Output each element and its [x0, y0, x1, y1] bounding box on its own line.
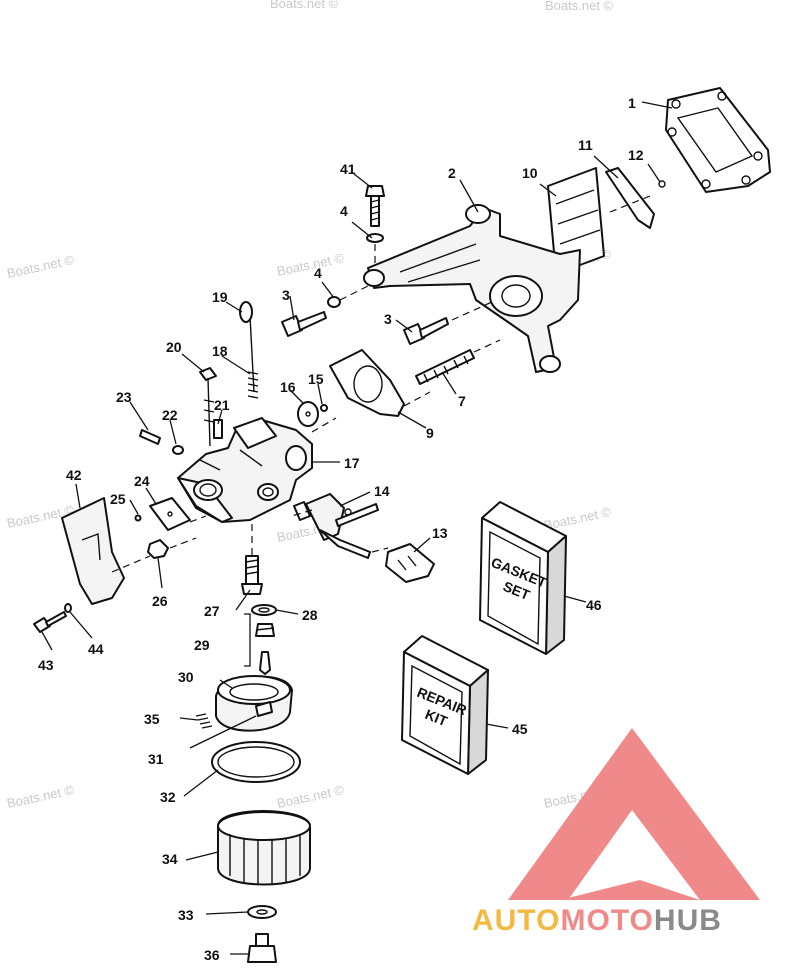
- callout-41: 41: [340, 161, 356, 177]
- part-41-bolt: [365, 185, 385, 268]
- callout-27: 27: [204, 603, 220, 619]
- part-42-bracket: [33, 497, 151, 633]
- callout-25: 25: [110, 491, 126, 507]
- callout-11: 11: [578, 137, 593, 153]
- watermark: Boats.net ©: [270, 0, 339, 11]
- watermark: Boats.net ©: [6, 252, 76, 281]
- part-22-23-screws: [139, 429, 184, 455]
- callout-45: 45: [512, 721, 528, 737]
- callout-29: 29: [194, 637, 210, 653]
- callout-36: 36: [204, 947, 220, 963]
- callout-4: 4: [340, 203, 348, 219]
- callout-20: 20: [166, 339, 182, 355]
- callout-3: 3: [282, 287, 290, 303]
- callout-30: 30: [178, 669, 194, 685]
- watermark: Boats.net ©: [6, 782, 76, 811]
- callout-32: 32: [160, 789, 176, 805]
- callout-4-b: 4: [314, 265, 322, 281]
- callout-44: 44: [88, 641, 104, 657]
- gasket-set-box: GASKET SET: [479, 501, 567, 655]
- callout-21: 21: [214, 397, 230, 413]
- callout-19: 19: [212, 289, 228, 305]
- callout-15: 15: [308, 371, 324, 387]
- part-32-bowl-gasket: [211, 741, 301, 783]
- logo-triangle-cutout: [584, 820, 700, 900]
- callout-17: 17: [344, 455, 360, 471]
- callout-2: 2: [448, 165, 456, 181]
- repair-kit-label-line2: KIT: [423, 706, 450, 729]
- part-24-25-26-cover: [134, 497, 207, 559]
- part-17-carburetor-body: [177, 417, 313, 523]
- brand-part-hub: HUB: [654, 904, 722, 937]
- part-30-float: [189, 675, 293, 749]
- callout-3-b: 3: [384, 311, 392, 327]
- callout-26: 26: [152, 593, 168, 609]
- callout-35: 35: [144, 711, 160, 727]
- brand-part-moto: MOTO: [560, 904, 653, 937]
- brand-wordmark: AUTOMOTOHUB: [472, 904, 722, 937]
- callout-31: 31: [148, 751, 164, 767]
- watermark: Boats.net ©: [276, 782, 346, 811]
- callout-13: 13: [432, 525, 448, 541]
- watermark: Boats.net ©: [545, 0, 614, 13]
- callouts: 1 2 3 3 4 4 7 9 10 11 12 13 14 15 16 17 …: [38, 95, 644, 963]
- watermark: Boats.net ©: [276, 250, 346, 279]
- callout-28: 28: [302, 607, 318, 623]
- callout-23: 23: [116, 389, 132, 405]
- part-1-gasket: [665, 87, 771, 193]
- callout-46: 46: [586, 597, 602, 613]
- callout-16: 16: [280, 379, 296, 395]
- callout-12: 12: [628, 147, 644, 163]
- callout-10: 10: [522, 165, 538, 181]
- callout-18: 18: [212, 343, 228, 359]
- callout-33: 33: [178, 907, 194, 923]
- callout-1: 1: [628, 95, 636, 111]
- logo-triangle-base: [560, 880, 700, 900]
- part-3-bolts: [281, 283, 493, 345]
- part-15-16-plug: [297, 401, 328, 427]
- callout-9: 9: [426, 425, 434, 441]
- callout-22: 22: [162, 407, 178, 423]
- callout-7: 7: [458, 393, 466, 409]
- part-7-stud: [415, 339, 501, 385]
- part-27-main-jet: [241, 524, 277, 675]
- brand-part-auto: AUTO: [472, 904, 560, 937]
- logo-triangle-shape: [508, 728, 760, 900]
- part-34-float-bowl: [217, 810, 311, 886]
- callout-43: 43: [38, 657, 54, 673]
- repair-kit-box: REPAIR KIT: [401, 635, 489, 775]
- part-9-gasket: [311, 349, 431, 433]
- callout-24: 24: [134, 473, 150, 489]
- callout-42: 42: [66, 467, 82, 483]
- part-10-11-reed-assembly: [547, 167, 666, 275]
- part-33-36-drain-plug: [247, 905, 277, 963]
- callout-14: 14: [374, 483, 390, 499]
- part-14-needle-valve: [291, 493, 435, 583]
- callout-34: 34: [162, 851, 178, 867]
- part-18-19-linkage: [199, 301, 259, 447]
- brand-logo: [508, 728, 760, 900]
- leader-lines: [41, 101, 673, 955]
- part-2-intake-manifold: [363, 204, 581, 373]
